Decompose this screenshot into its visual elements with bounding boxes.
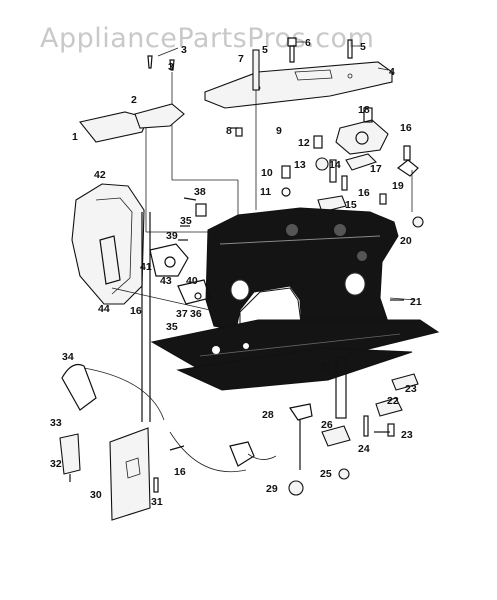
left-mechanism	[111, 203, 211, 311]
top-cover	[204, 61, 393, 109]
callout-13: 13	[294, 159, 306, 171]
callout-9: 9	[276, 125, 282, 137]
callout-14: 14	[329, 159, 341, 171]
callout-16: 16	[400, 122, 412, 134]
bottom-plate	[109, 212, 159, 521]
callout-42: 42	[94, 169, 106, 181]
callout-23: 23	[405, 383, 417, 395]
callout-3: 3	[168, 61, 174, 73]
callout-31: 31	[151, 496, 163, 508]
callout-30: 30	[90, 489, 102, 501]
callout-34: 34	[62, 351, 74, 363]
callout-21: 21	[410, 296, 422, 308]
callout-2: 2	[131, 94, 137, 106]
callout-24: 24	[358, 443, 370, 455]
callout-5: 5	[360, 41, 366, 53]
callout-18: 18	[358, 104, 370, 116]
lamp-assembly	[59, 363, 247, 482]
callout-35: 35	[166, 321, 178, 333]
callout-33: 33	[50, 417, 62, 429]
callout-22: 22	[387, 395, 399, 407]
face-plate	[79, 103, 185, 143]
callout-6: 6	[305, 37, 311, 49]
callout-19: 19	[392, 180, 404, 192]
callout-40: 40	[186, 275, 198, 287]
callout-16: 16	[174, 466, 186, 478]
callout-29: 29	[266, 483, 278, 495]
callout-15: 15	[345, 199, 357, 211]
callout-27: 27	[320, 361, 332, 373]
callout-35: 35	[180, 215, 192, 227]
callout-39: 39	[166, 230, 178, 242]
callout-3: 3	[181, 44, 187, 56]
callout-12: 12	[298, 137, 310, 149]
callout-8: 8	[226, 125, 232, 137]
callout-25: 25	[320, 468, 332, 480]
callout-44: 44	[98, 303, 110, 315]
callout-4: 4	[389, 66, 395, 78]
callout-17: 17	[370, 163, 382, 175]
tension-assembly	[335, 107, 419, 177]
callout-16: 16	[130, 305, 142, 317]
callout-20: 20	[400, 235, 412, 247]
callout-38: 38	[194, 186, 206, 198]
callout-1: 1	[72, 131, 78, 143]
bed-plate	[150, 319, 440, 391]
callout-16: 16	[358, 187, 370, 199]
callout-36: 36	[190, 308, 202, 320]
callout-37: 37	[176, 308, 188, 320]
side-cover	[71, 183, 145, 305]
lower-parts	[229, 357, 419, 496]
callout-10: 10	[261, 167, 273, 179]
callout-5: 5	[262, 44, 268, 56]
misc-screws	[169, 127, 404, 451]
watermark: AppliancePartsPros.com	[40, 23, 374, 54]
callout-7: 7	[238, 53, 244, 65]
callout-11: 11	[260, 186, 271, 198]
callout-23: 23	[401, 429, 413, 441]
callout-41: 41	[140, 261, 152, 273]
callout-43: 43	[160, 275, 172, 287]
callout-32: 32	[50, 458, 62, 470]
callout-26: 26	[321, 419, 333, 431]
callout-28: 28	[262, 409, 274, 421]
small-parts	[235, 127, 424, 228]
callout-labels: 1 2 3 3 4 5 5 6 7 8 9 10 11 12 13 14 15 …	[50, 37, 422, 508]
